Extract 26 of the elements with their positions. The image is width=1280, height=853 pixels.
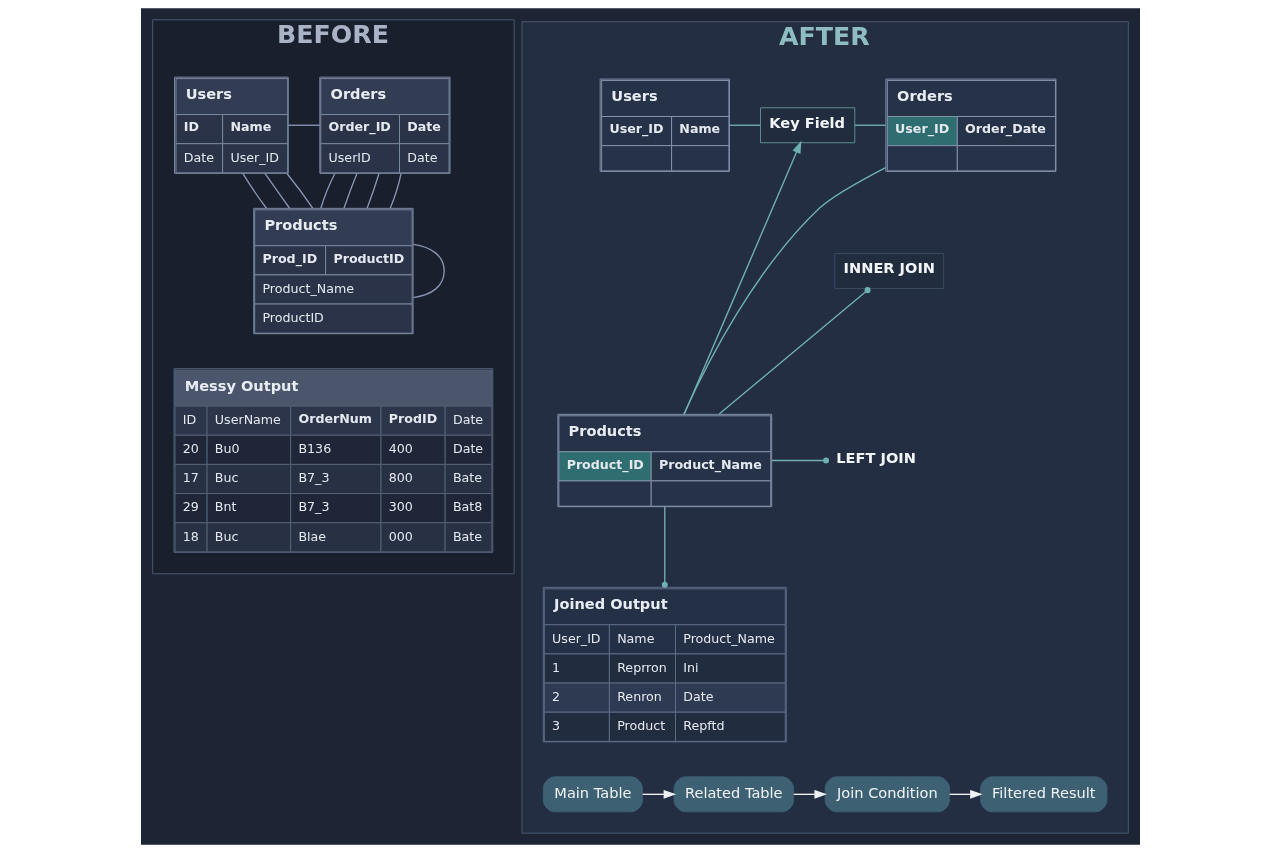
connector: [853, 124, 886, 126]
node-box: Join Condition: [824, 776, 950, 813]
connector: [319, 173, 335, 209]
connector: [682, 166, 886, 415]
arrow: [948, 789, 983, 799]
connector: [728, 124, 761, 126]
connector: [718, 287, 871, 415]
connector: [241, 173, 267, 209]
node-text: LEFT JOIN: [835, 448, 916, 466]
connector: [286, 173, 313, 209]
connector: [389, 173, 402, 209]
arrow: [641, 789, 676, 799]
connector: [287, 124, 320, 126]
node-box: Filtered Result: [979, 776, 1107, 813]
arrow: [792, 789, 827, 799]
node-box: Key Field: [759, 107, 855, 144]
connector: [412, 243, 445, 299]
node-box: Main Table: [542, 776, 643, 813]
connector: [661, 506, 668, 588]
arrow: [683, 140, 801, 415]
node-box: INNER JOIN: [833, 253, 944, 289]
connector: [770, 457, 829, 464]
connector: [365, 173, 380, 209]
connector: [263, 173, 290, 209]
node-box: Related Table: [673, 776, 794, 813]
connector: [342, 173, 358, 209]
